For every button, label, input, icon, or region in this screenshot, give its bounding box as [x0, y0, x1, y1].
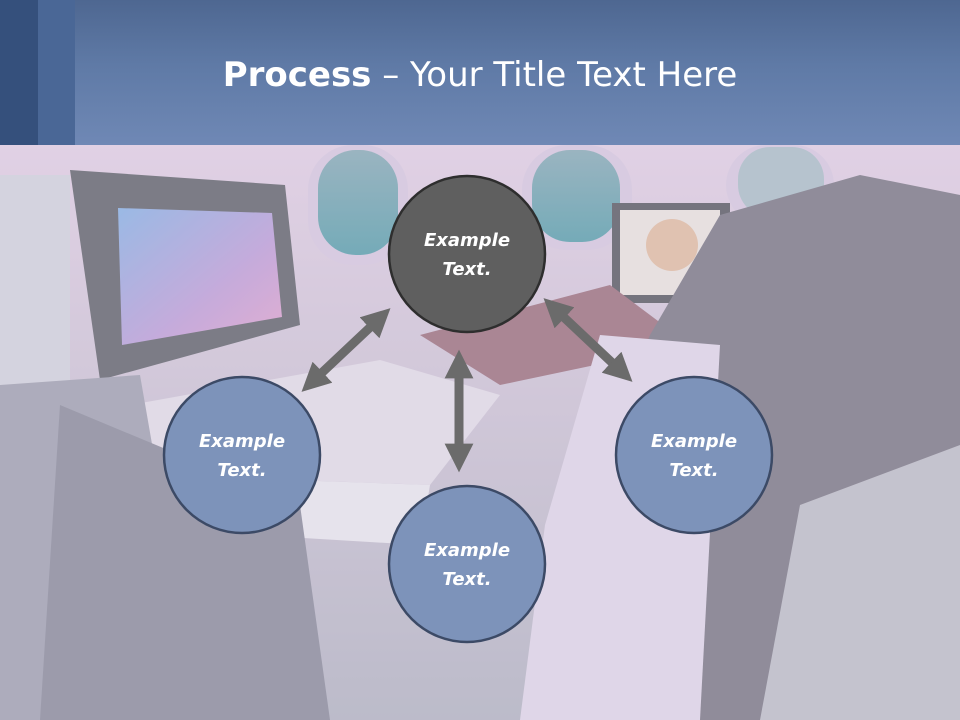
node-left-line2: Text.	[217, 460, 266, 481]
process-node-center[interactable]: Example Text.	[387, 174, 547, 334]
process-node-right[interactable]: Example Text.	[614, 375, 774, 535]
process-node-left[interactable]: Example Text.	[162, 375, 322, 535]
header-bar	[0, 0, 960, 145]
node-center-line1: Example	[424, 230, 510, 251]
slide-title[interactable]: Process – Your Title Text Here	[0, 50, 960, 100]
node-bottom-line1: Example	[424, 540, 510, 561]
double-headed-arrow-icon	[301, 308, 391, 392]
process-node-bottom[interactable]: Example Text.	[387, 484, 547, 644]
title-bold: Process	[222, 55, 372, 95]
node-right-line2: Text.	[669, 460, 718, 481]
node-left-line1: Example	[199, 431, 285, 452]
header-accent-dark	[0, 0, 38, 145]
title-rest: – Your Title Text Here	[371, 55, 738, 95]
node-center-line2: Text.	[442, 259, 491, 280]
double-headed-arrow-icon	[543, 298, 633, 382]
node-right-line1: Example	[651, 431, 737, 452]
node-bottom-line2: Text.	[442, 569, 491, 590]
header-accent-mid	[38, 0, 75, 145]
